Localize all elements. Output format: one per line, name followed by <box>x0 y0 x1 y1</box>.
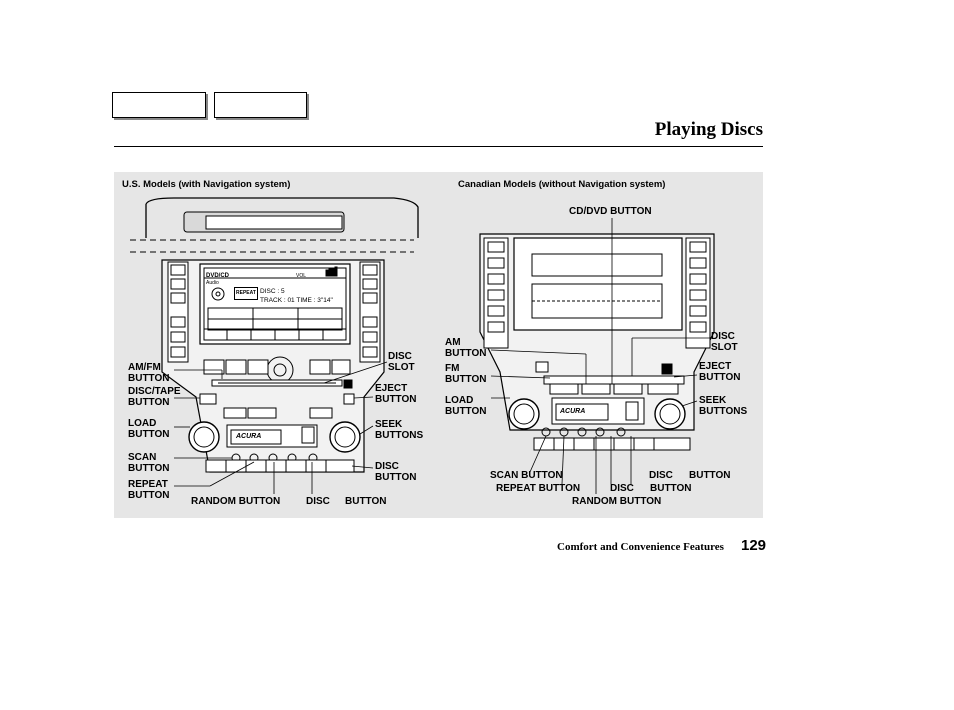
canada-label-disc2: DISC <box>649 470 673 481</box>
canada-screen-brand: ACURA <box>560 408 586 415</box>
us-screen-vol: VOL <box>296 273 307 279</box>
canada-dashboard-drawing <box>479 233 715 451</box>
us-screen-submode: Audio <box>206 280 219 286</box>
us-callout-lines <box>174 361 388 494</box>
canada-label-cddvd: CD/DVD BUTTON <box>569 206 652 217</box>
us-screen-repeat: REPEAT <box>234 287 258 300</box>
us-dashboard-drawing <box>130 197 419 473</box>
diagram-panel: U.S. Models (with Navigation system) Can… <box>114 172 763 518</box>
stereo-diagrams <box>130 197 715 494</box>
canada-label-random: RANDOM BUTTON <box>572 496 662 507</box>
us-screen-disc: DISC : 5 <box>260 288 285 295</box>
footer-section-title: Comfort and Convenience Features <box>557 541 724 553</box>
page-title: Playing Discs <box>654 119 763 140</box>
us-label-disc: DISC <box>306 496 330 507</box>
us-screen-mode: DVD/CD <box>206 273 230 279</box>
canada-label-scan: SCAN BUTTON <box>490 470 563 481</box>
title-rule <box>114 146 763 147</box>
canada-label-button2: BUTTON <box>689 470 731 481</box>
nav-tab-2[interactable] <box>214 92 307 118</box>
us-screen-brand: ACURA <box>236 433 262 440</box>
us-label-random: RANDOM BUTTON <box>191 496 281 507</box>
canada-callout-lines <box>490 218 711 494</box>
canada-caption: Canadian Models (without Navigation syst… <box>458 179 666 190</box>
nav-tab-1[interactable] <box>112 92 206 118</box>
canada-label-repeat: REPEAT BUTTON <box>496 483 581 494</box>
canada-label-disc1: DISC <box>610 483 634 494</box>
us-label-button: BUTTON <box>345 496 387 507</box>
page-number: 129 <box>741 537 767 554</box>
canada-label-button1: BUTTON <box>650 483 692 494</box>
us-caption: U.S. Models (with Navigation system) <box>122 179 291 190</box>
us-screen-track: TRACK : 01 TIME : 3"14" <box>260 297 333 304</box>
